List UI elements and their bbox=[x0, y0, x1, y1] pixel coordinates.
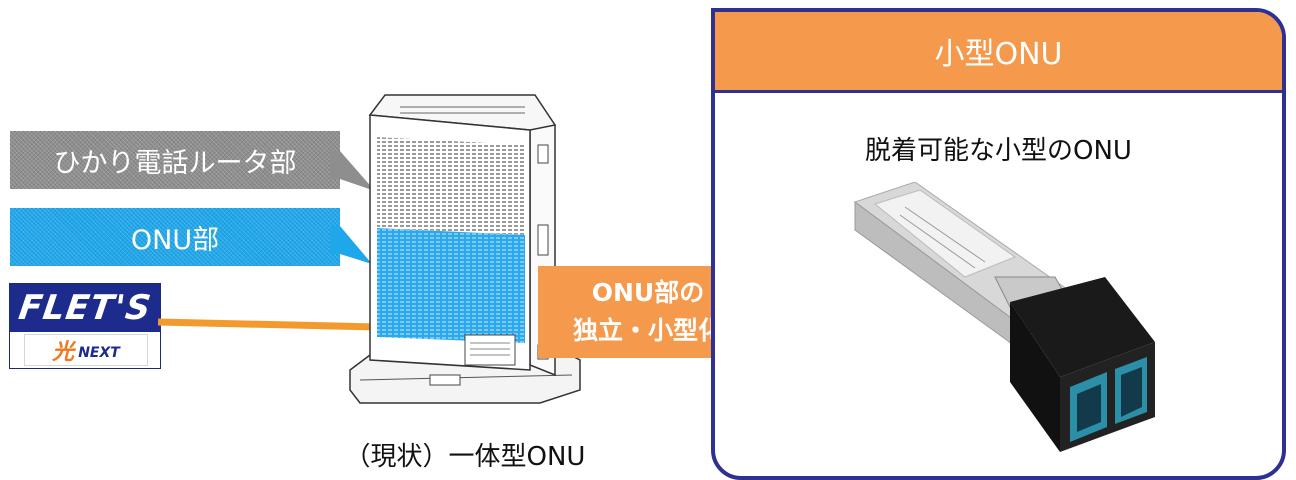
logo-bottom-band: 光 NEXT bbox=[24, 334, 148, 366]
onu-part-callout: ONU部 bbox=[10, 208, 340, 266]
integrated-onu-device-illustration bbox=[349, 94, 581, 404]
logo-flets-text: FLET'S bbox=[16, 288, 154, 328]
panel-subtitle: 脱着可能な小型のONU bbox=[865, 136, 1132, 166]
arrow-text-line2: 独立・小型化 bbox=[572, 316, 723, 345]
connector-line bbox=[158, 318, 379, 331]
arrow-text: ONU部の 独立・小型化 bbox=[548, 262, 748, 362]
onu-part-label: ONU部 bbox=[130, 224, 220, 256]
compact-onu-panel: 小型ONU 脱着可能な小型のONU ! bbox=[711, 8, 1286, 480]
logo-hikari-kanji: 光 bbox=[52, 340, 75, 365]
logo-next-text: NEXT bbox=[78, 345, 120, 361]
integrated-onu-caption: （現状）一体型ONU bbox=[344, 442, 586, 472]
logo-top-band: FLET'S bbox=[10, 284, 160, 332]
onu-callout-pointer bbox=[330, 226, 372, 264]
flets-hikari-next-logo: FLET'S 光 NEXT bbox=[9, 283, 161, 369]
panel-title: 小型ONU bbox=[715, 12, 1282, 93]
router-part-callout: ひかり電話ルータ部 bbox=[10, 131, 340, 189]
router-part-label: ひかり電話ルータ部 bbox=[53, 147, 297, 179]
arrow-text-line1: ONU部の bbox=[591, 278, 705, 307]
sfp-onu-module-photo: ! bbox=[853, 182, 1155, 452]
router-callout-pointer bbox=[330, 151, 375, 191]
